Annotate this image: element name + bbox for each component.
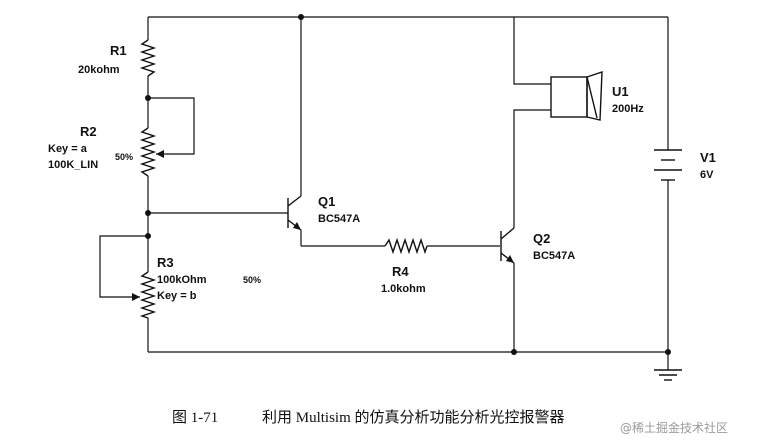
r4-ref-label: R4 (392, 264, 409, 279)
buzzer-u1: U1 200Hz (550, 71, 644, 121)
r2-value-label: 100K_LIN (48, 159, 98, 171)
r3-value-label: 100kOhm (157, 274, 207, 286)
potentiometer-r2: R2 Key = a 100K_LIN 50% (48, 124, 164, 177)
junction-node (145, 210, 151, 216)
r3-ref-label: R3 (157, 255, 174, 270)
junction-node (511, 349, 517, 355)
q1-ref-label: Q1 (318, 194, 335, 209)
ground-symbol (654, 369, 682, 381)
junction-node (665, 349, 671, 355)
figure-caption: 利用 Multisim 的仿真分析功能分析光控报警器 (262, 408, 565, 426)
v1-value-label: 6V (700, 169, 714, 181)
figure-number: 图 1-71 (172, 409, 218, 426)
r1-value-label: 20kohm (78, 64, 120, 76)
u1-value-label: 200Hz (612, 103, 644, 115)
q1-model-label: BC547A (318, 213, 360, 225)
transistor-q1: Q1 BC547A (287, 194, 360, 231)
junction-node (145, 95, 151, 101)
junction-node (298, 14, 304, 20)
r2-ref-label: R2 (80, 124, 97, 139)
resistor-r4: R4 1.0kohm (381, 237, 428, 295)
wires (99, 16, 669, 370)
q2-ref-label: Q2 (533, 231, 550, 246)
r3-setting-label: 50% (243, 275, 261, 285)
r3-key-label: Key = b (157, 290, 197, 302)
r1-ref-label: R1 (110, 43, 127, 58)
watermark-text: @稀土掘金技术社区 (620, 420, 728, 435)
r2-setting-label: 50% (115, 152, 133, 162)
u1-ref-label: U1 (612, 84, 629, 99)
potentiometer-r3: R3 100kOhm Key = b 50% (132, 255, 261, 319)
r4-value-label: 1.0kohm (381, 283, 426, 295)
junction-nodes (145, 14, 671, 355)
resistor-r1: R1 20kohm (78, 39, 157, 77)
r2-key-label: Key = a (48, 143, 88, 155)
battery-v1: V1 6V (654, 149, 716, 181)
transistor-q2: Q2 BC547A (500, 227, 575, 264)
v1-ref-label: V1 (700, 150, 716, 165)
q2-model-label: BC547A (533, 250, 575, 262)
junction-node (145, 233, 151, 239)
